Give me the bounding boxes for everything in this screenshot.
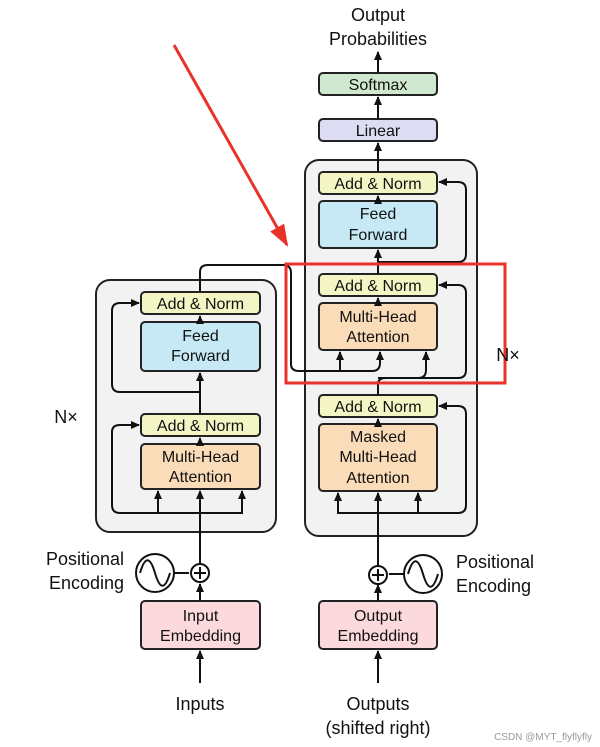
decoder-cross-line2: Attention bbox=[346, 329, 409, 346]
encoder-positional-line1: Positional bbox=[46, 549, 124, 569]
encoder-add-norm-bottom-label: Add & Norm bbox=[157, 418, 244, 435]
encoder-n-label: N× bbox=[54, 407, 78, 427]
highlight-box bbox=[284, 262, 507, 385]
encoder-stack bbox=[95, 279, 277, 533]
output-embedding-line2: Embedding bbox=[338, 628, 419, 645]
decoder-ff-line2: Forward bbox=[349, 227, 408, 244]
decoder-sine-wave-icon bbox=[403, 554, 443, 594]
input-embedding-line2: Embedding bbox=[160, 628, 241, 645]
encoder-plus-icon bbox=[190, 563, 210, 583]
watermark: CSDN @MYT_flyflyfly bbox=[494, 732, 592, 743]
decoder-masked-line3: Attention bbox=[346, 470, 409, 487]
encoder-mha-line2: Attention bbox=[169, 469, 232, 486]
encoder-sine-wave-icon bbox=[135, 553, 175, 593]
decoder-positional-line2: Encoding bbox=[456, 576, 531, 596]
decoder-masked-line2: Multi-Head bbox=[339, 449, 416, 466]
decoder-ff-line1: Feed bbox=[360, 206, 396, 223]
output-probabilities-line1: Output bbox=[351, 5, 405, 25]
encoder-arrows bbox=[111, 264, 384, 683]
encoder-positional-line2: Encoding bbox=[49, 573, 124, 593]
encoder-add-norm-top-label: Add & Norm bbox=[157, 296, 244, 313]
input-embedding-line1: Input bbox=[183, 608, 219, 625]
output-embedding-line1: Output bbox=[354, 608, 403, 625]
decoder-positional-line1: Positional bbox=[456, 552, 534, 572]
encoder-ff-line1: Feed bbox=[182, 328, 218, 345]
output-probabilities-line2: Probabilities bbox=[329, 29, 427, 49]
decoder-arrows bbox=[334, 51, 467, 683]
encoder-mha-line1: Multi-Head bbox=[162, 449, 239, 466]
decoder-n-label: N× bbox=[496, 345, 520, 365]
decoder-add-norm-top-label: Add & Norm bbox=[334, 176, 421, 193]
decoder-add-norm-bottom-label: Add & Norm bbox=[334, 399, 421, 416]
encoder-ff-line2: Forward bbox=[171, 348, 230, 365]
outputs-label-line2: (shifted right) bbox=[325, 718, 430, 738]
decoder-cross-line1: Multi-Head bbox=[339, 309, 416, 326]
outputs-label-line1: Outputs bbox=[346, 694, 409, 714]
highlight-arrow bbox=[172, 44, 289, 247]
decoder-masked-line1: Masked bbox=[350, 429, 406, 446]
inputs-label: Inputs bbox=[175, 694, 224, 714]
softmax-label: Softmax bbox=[349, 77, 408, 94]
decoder-add-norm-mid-label: Add & Norm bbox=[334, 278, 421, 295]
linear-label: Linear bbox=[356, 123, 401, 140]
decoder-plus-icon bbox=[368, 565, 388, 585]
